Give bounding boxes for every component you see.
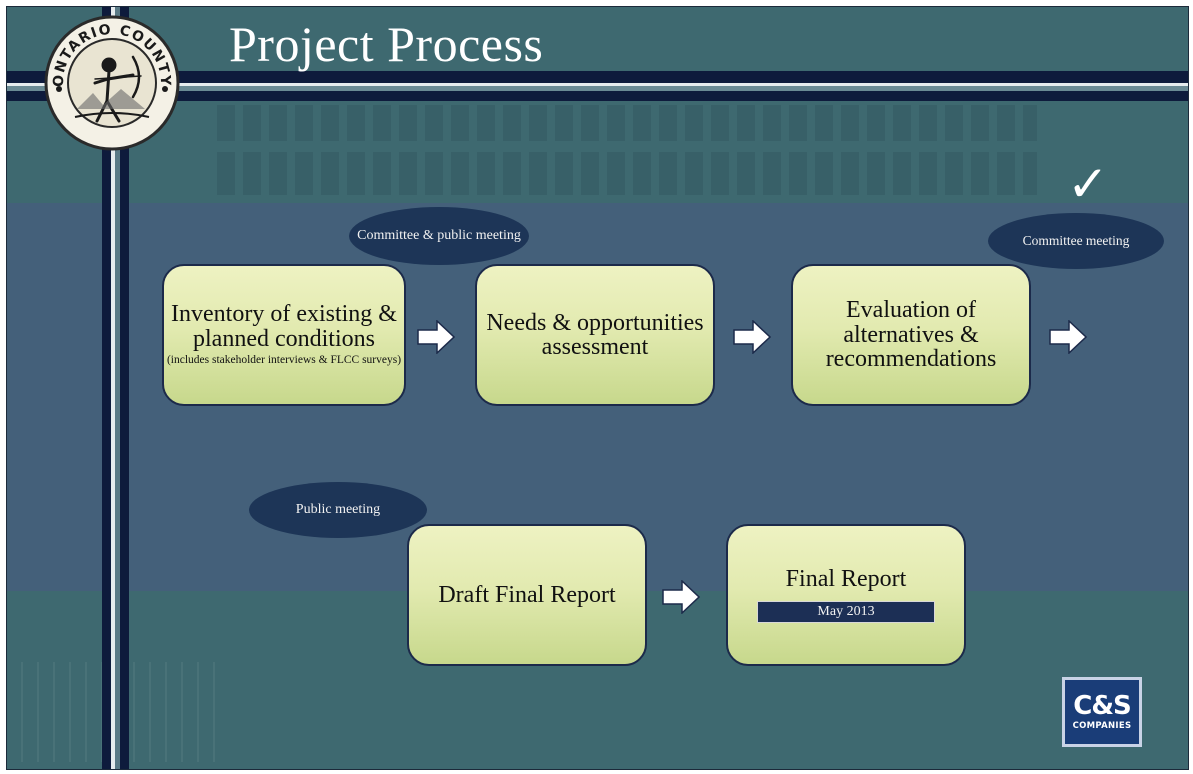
arrow-right-icon [733, 320, 771, 354]
horizontal-stripe-mid [7, 86, 1188, 91]
ontario-county-seal-logo: ONTARIO COUNTY [44, 15, 180, 151]
arrow-right-icon [417, 320, 455, 354]
step-title: Final Report [785, 565, 907, 592]
vertical-stripe-light [111, 7, 115, 769]
step-title: Needs & opportunities assessment [486, 309, 704, 360]
arrow-right-icon [662, 580, 700, 614]
step-draft-report-box: Draft Final Report [407, 524, 647, 666]
step-title: Evaluation of alternatives & recommendat… [825, 297, 997, 373]
vertical-bar-right [120, 7, 129, 769]
slide-title: Project Process [229, 16, 544, 72]
faded-background-text [217, 105, 1037, 195]
step-final-report-box: Final Report May 2013 [726, 524, 966, 666]
checkmark-icon: ✓ [1067, 155, 1109, 213]
step-note: (includes stakeholder interviews & FLCC … [166, 354, 402, 367]
step-needs-box: Needs & opportunities assessment [475, 264, 715, 406]
horizontal-stripe-light [7, 83, 1188, 86]
step-inventory-box: Inventory of existing & planned conditio… [162, 264, 406, 406]
meeting-label: Committee & public meeting [357, 227, 521, 243]
cs-companies-logo: C&S COMPANIES [1062, 677, 1142, 747]
step-title: Draft Final Report [438, 581, 616, 608]
meeting-oval-committee: Committee meeting [988, 213, 1164, 269]
meeting-label: Committee meeting [1022, 232, 1130, 248]
logo-wordmark: COMPANIES [1072, 721, 1132, 731]
arrow-right-icon [1049, 320, 1087, 354]
horizontal-bar-bottom [7, 91, 1188, 101]
slide: ONTARIO COUNTY Project Process Committee… [6, 6, 1189, 770]
meeting-oval-committee-public: Committee & public meeting [349, 207, 529, 265]
vertical-stripe-mid [115, 7, 120, 769]
vertical-bar-left [102, 7, 111, 769]
horizontal-bar-top [7, 71, 1188, 83]
meeting-oval-public: Public meeting [249, 482, 427, 538]
step-title: Inventory of existing & planned conditio… [171, 301, 397, 352]
date-badge: May 2013 [757, 601, 935, 624]
meeting-label: Public meeting [295, 501, 381, 517]
step-evaluation-box: Evaluation of alternatives & recommendat… [791, 264, 1031, 406]
logo-mark: C&S [1073, 691, 1131, 721]
